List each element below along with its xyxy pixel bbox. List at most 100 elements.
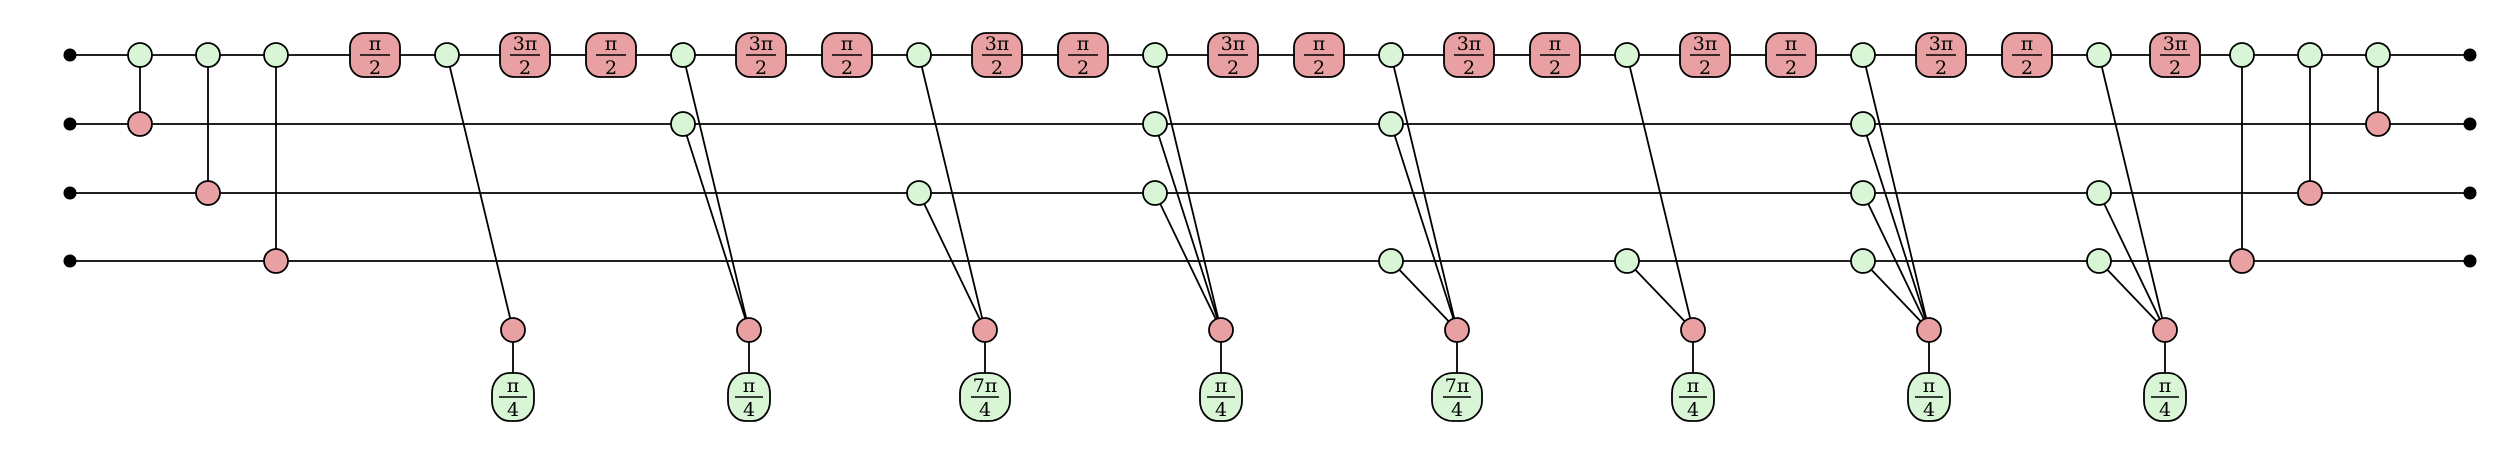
block-3-gadget-edge-q2 — [1154, 192, 1222, 331]
block-2-gadget-phase: 7π4 — [959, 372, 1011, 422]
block-6-gadget-phase: π4 — [1907, 372, 1951, 422]
final-cnot-1-control-spider — [2297, 42, 2323, 68]
block-6-leading-phase: π2 — [1765, 32, 1817, 79]
block-5-gadget-edge-q3 — [1626, 260, 1694, 331]
block-0-leading-phase-numerator: π — [369, 33, 382, 55]
block-5-gadget-phase-numerator: π — [1687, 375, 1700, 397]
block-6-gadget-phase-denominator: 4 — [1923, 399, 1935, 421]
block-4-leading-phase-numerator: π — [1313, 33, 1326, 55]
final-cnot-2-target-spider — [2365, 111, 2391, 137]
block-3-gadget-x-spider — [1208, 317, 1234, 343]
block-5-leading-phase-numerator: π — [1549, 33, 1562, 55]
block-0-z-spider-q0 — [434, 42, 460, 68]
block-3-z-spider-q0 — [1142, 42, 1168, 68]
block-4-leading-phase-denominator: 2 — [1313, 57, 1325, 79]
block-6-trailing-phase-denominator: 2 — [1935, 57, 1947, 79]
block-2-trailing-phase: 3π2 — [971, 32, 1023, 79]
block-4-gadget-phase-denominator: 4 — [1451, 399, 1463, 421]
block-7-leading-phase-numerator: π — [2021, 33, 2034, 55]
block-3-gadget-phase-denominator: 4 — [1215, 399, 1227, 421]
block-6-z-spider-q2 — [1850, 180, 1876, 206]
block-0-trailing-phase-denominator: 2 — [519, 57, 531, 79]
block-4-z-spider-q1 — [1378, 111, 1404, 137]
block-2-z-spider-q2 — [906, 180, 932, 206]
block-1-gadget-x-spider — [736, 317, 762, 343]
block-0-gadget-phase-denominator: 4 — [507, 399, 519, 421]
block-5-leading-phase: π2 — [1529, 32, 1581, 79]
block-0-gadget-phase: π4 — [491, 372, 535, 422]
block-0-leading-phase-denominator: 2 — [369, 57, 381, 79]
block-3-z-spider-q1 — [1142, 111, 1168, 137]
block-6-trailing-phase-numerator: 3π — [1929, 33, 1954, 55]
final-phase: 3π2 — [2149, 32, 2201, 79]
block-0-gadget-phase-numerator: π — [507, 375, 520, 397]
block-3-gadget-phase: π4 — [1199, 372, 1243, 422]
block-4-gadget-phase-numerator: 7π — [1445, 375, 1470, 397]
wires-layer — [70, 54, 2470, 262]
block-0-gadget-x-spider — [500, 317, 526, 343]
edges-layer — [139, 54, 2379, 397]
final-cnot-1-target-spider — [2297, 180, 2323, 206]
block-1-gadget-phase-numerator: π — [743, 375, 756, 397]
block-2-trailing-phase-numerator: 3π — [985, 33, 1010, 55]
block-0-gadget-edge-q0 — [446, 54, 514, 331]
block-4-gadget-phase: 7π4 — [1431, 372, 1483, 422]
block-5-trailing-phase: 3π2 — [1679, 32, 1731, 79]
block-5-z-spider-q0 — [1614, 42, 1640, 68]
block-3-gadget-edge-q1 — [1154, 123, 1222, 331]
block-4-leading-phase: π2 — [1293, 32, 1345, 79]
block-4-z-spider-q0 — [1378, 42, 1404, 68]
block-3-trailing-phase: 3π2 — [1207, 32, 1259, 79]
block-5-gadget-phase: π4 — [1671, 372, 1715, 422]
block-3-leading-phase-denominator: 2 — [1077, 57, 1089, 79]
block-6-gadget-edge-q2 — [1862, 192, 1930, 331]
block-4-trailing-phase: 3π2 — [1443, 32, 1495, 79]
block-1-leading-phase-numerator: π — [605, 33, 618, 55]
block-0-trailing-phase-numerator: 3π — [513, 33, 538, 55]
block-6-gadget-edge-q1 — [1862, 123, 1930, 331]
block-3-z-spider-q2 — [1142, 180, 1168, 206]
block-6-trailing-phase: 3π2 — [1915, 32, 1967, 79]
block-6-leading-phase-numerator: π — [1785, 33, 1798, 55]
block-2-leading-phase: π2 — [821, 32, 873, 79]
block-4-trailing-phase-denominator: 2 — [1463, 57, 1475, 79]
block-2-gadget-edge-q2 — [918, 192, 986, 331]
initial-cnot-2-control-spider — [263, 42, 289, 68]
block-4-gadget-edge-q3 — [1390, 260, 1458, 331]
block-6-gadget-edge-q0 — [1862, 54, 1930, 331]
block-0-trailing-phase: 3π2 — [499, 32, 551, 79]
block-7-gadget-phase-denominator: 4 — [2159, 399, 2171, 421]
block-5-gadget-x-spider — [1680, 317, 1706, 343]
final-cnot-2-control-spider — [2365, 42, 2391, 68]
initial-cnot-0-target-spider — [127, 111, 153, 137]
block-5-z-spider-q3 — [1614, 248, 1640, 274]
block-7-gadget-edge-q0 — [2098, 54, 2166, 331]
block-1-gadget-edge-q1 — [682, 123, 750, 331]
input-boundary-1 — [63, 117, 77, 131]
initial-cnot-2-target-spider — [263, 248, 289, 274]
block-1-z-spider-q0 — [670, 42, 696, 68]
block-3-gadget-phase-numerator: π — [1215, 375, 1228, 397]
output-boundary-3 — [2463, 254, 2477, 268]
block-7-gadget-edge-q3 — [2098, 260, 2166, 331]
output-boundary-2 — [2463, 186, 2477, 200]
block-1-z-spider-q1 — [670, 111, 696, 137]
block-3-trailing-phase-numerator: 3π — [1221, 33, 1246, 55]
block-7-z-spider-q2 — [2086, 180, 2112, 206]
block-1-gadget-phase-denominator: 4 — [743, 399, 755, 421]
block-1-trailing-phase: 3π2 — [735, 32, 787, 79]
block-5-leading-phase-denominator: 2 — [1549, 57, 1561, 79]
block-1-gadget-edge-q0 — [682, 54, 750, 331]
block-4-gadget-edge-q1 — [1390, 123, 1458, 331]
block-0-leading-phase: π2 — [349, 32, 401, 79]
initial-cnot-1-target-spider — [195, 180, 221, 206]
block-2-gadget-phase-numerator: 7π — [973, 375, 998, 397]
block-7-gadget-phase: π4 — [2143, 372, 2187, 422]
block-2-gadget-phase-denominator: 4 — [979, 399, 991, 421]
block-1-leading-phase-denominator: 2 — [605, 57, 617, 79]
block-1-trailing-phase-denominator: 2 — [755, 57, 767, 79]
block-6-leading-phase-denominator: 2 — [1785, 57, 1797, 79]
nodes-layer: π2π43π2π2π43π2π27π43π2π2π43π2π27π43π2π2π… — [63, 32, 2477, 422]
block-2-leading-phase-denominator: 2 — [841, 57, 853, 79]
